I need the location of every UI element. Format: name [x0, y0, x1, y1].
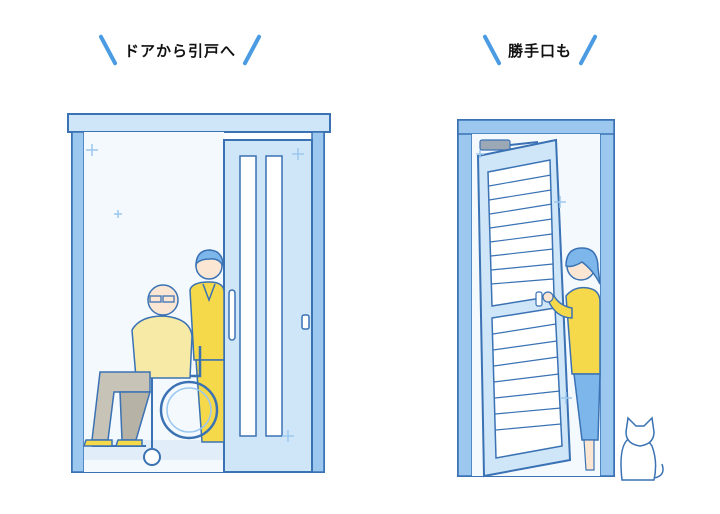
- sparkle-icon: [476, 150, 572, 404]
- back-door-louver-lower: [491, 307, 563, 459]
- right-illustration-panel: 勝手口も: [360, 0, 720, 514]
- door-frame-right-jamb: [311, 131, 325, 473]
- woman-at-back-door: [542, 247, 601, 471]
- left-caption: ドアから引戸へ: [0, 30, 360, 70]
- right-caption-text: 勝手口も: [507, 41, 572, 60]
- door-closer-icon: [479, 139, 511, 151]
- louver-slats: [488, 174, 562, 431]
- back-door-right-jamb: [599, 119, 615, 477]
- left-caption-text: ドアから引戸へ: [123, 41, 236, 60]
- sliding-door-glass-left: [239, 155, 257, 437]
- back-door-left-jamb: [457, 119, 473, 477]
- door-frame-left-jamb: [71, 131, 85, 473]
- back-door-illustration: [457, 119, 664, 481]
- sparkle-icon: [86, 144, 304, 442]
- caregiver-woman: [189, 249, 225, 443]
- door-closer-arm: [509, 141, 539, 146]
- left-illustration-panel: ドアから引戸へ: [0, 30, 360, 473]
- sliding-door-glass-right: [265, 155, 283, 437]
- door-lock-icon: [301, 314, 310, 330]
- elderly-man-in-wheelchair: [82, 284, 193, 447]
- back-door-louver-upper: [487, 159, 555, 307]
- cat: [620, 416, 664, 481]
- door-lintel: [67, 113, 331, 133]
- right-caption: 勝手口も: [360, 30, 720, 70]
- sliding-door-handle: [228, 289, 236, 341]
- back-door-handle: [535, 291, 543, 307]
- sliding-door-illustration: [67, 113, 331, 473]
- back-door-head-jamb: [457, 119, 615, 135]
